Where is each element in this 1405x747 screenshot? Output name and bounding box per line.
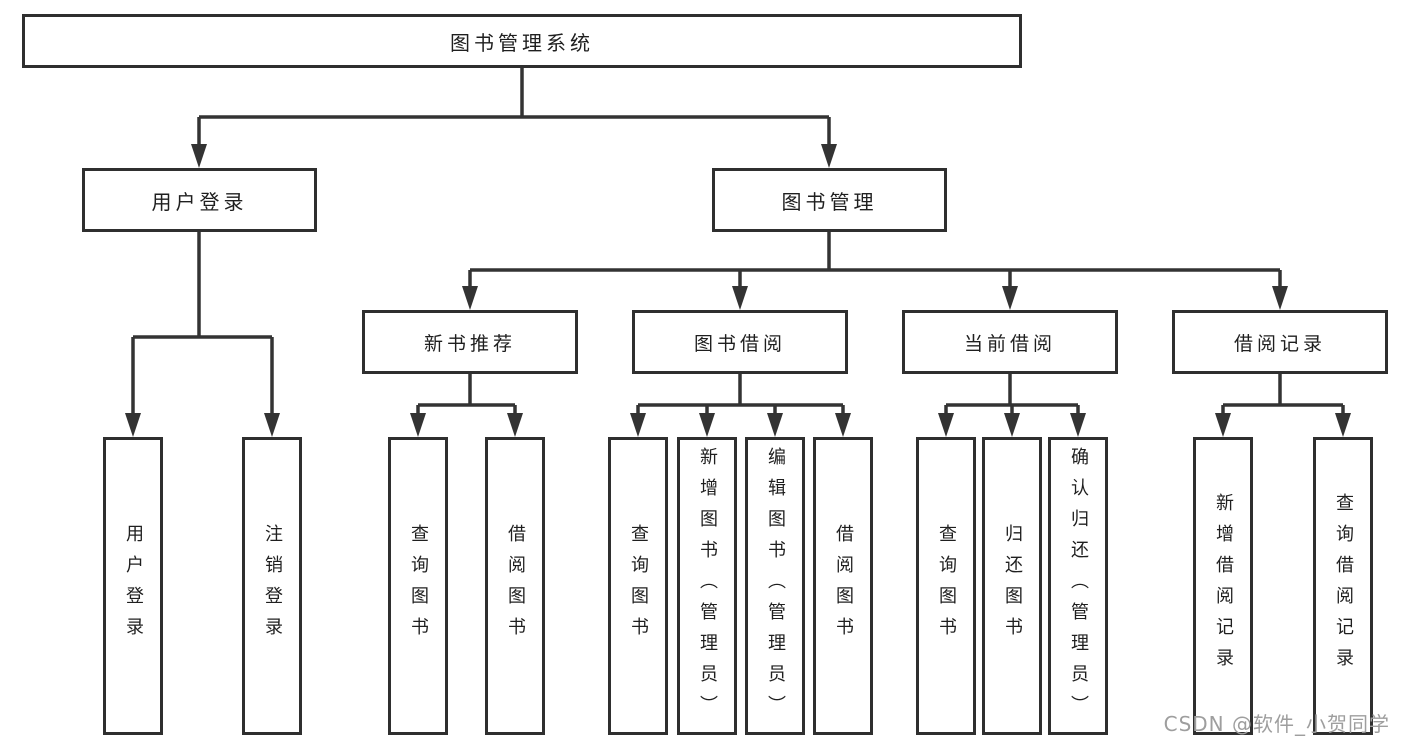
arrowhead-icon [264, 413, 280, 437]
node-new-book-rec: 新书推荐 [362, 310, 578, 374]
node-user-login: 用户登录 [82, 168, 317, 232]
node-root-label: 图书管理系统 [450, 30, 594, 55]
leaf-edit-books-admin-label: 编辑图书（管理员） [765, 446, 786, 726]
connector-book-mgmt-to-level3 [462, 232, 1288, 310]
leaf-query-borrow-record-label: 查询借阅记录 [1333, 493, 1354, 679]
node-book-borrow-label: 图书借阅 [693, 332, 786, 355]
leaf-rec-query-books: 查询图书 [388, 437, 448, 735]
arrowhead-icon [821, 144, 837, 168]
leaf-rec-query-books-label: 查询图书 [408, 524, 429, 648]
node-user-login-label: 用户登录 [151, 189, 248, 214]
arrowhead-icon [767, 413, 783, 437]
leaf-user-login: 用户登录 [103, 437, 163, 735]
leaf-rec-borrow-books: 借阅图书 [485, 437, 545, 735]
leaf-add-borrow-record: 新增借阅记录 [1193, 437, 1253, 735]
leaf-confirm-return-admin-label: 确认归还（管理员） [1068, 446, 1089, 726]
arrowhead-icon [835, 413, 851, 437]
arrowhead-icon [699, 413, 715, 437]
arrowhead-icon [1004, 413, 1020, 437]
leaf-add-books-admin: 新增图书（管理员） [677, 437, 737, 735]
arrowhead-icon [1215, 413, 1231, 437]
node-book-mgmt: 图书管理 [712, 168, 947, 232]
connector-new-book-rec-to-leaves [410, 374, 523, 437]
arrowhead-icon [1335, 413, 1351, 437]
arrowhead-icon [630, 413, 646, 437]
leaf-logout-label: 注销登录 [262, 524, 283, 648]
leaf-return-books-label: 归还图书 [1002, 524, 1023, 648]
node-book-borrow: 图书借阅 [632, 310, 848, 374]
leaf-add-books-admin-label: 新增图书（管理员） [697, 446, 718, 726]
leaf-current-query-books-label: 查询图书 [936, 524, 957, 648]
node-new-book-rec-label: 新书推荐 [423, 332, 516, 355]
leaf-confirm-return-admin: 确认归还（管理员） [1048, 437, 1108, 735]
arrowhead-icon [125, 413, 141, 437]
connector-current-borrow-to-leaves [938, 374, 1086, 437]
leaf-borrow-books-label: 借阅图书 [833, 524, 854, 648]
connector-user-login-to-leaves [125, 232, 280, 437]
arrowhead-icon [462, 286, 478, 310]
leaf-rec-borrow-books-label: 借阅图书 [505, 524, 526, 648]
node-book-mgmt-label: 图书管理 [781, 189, 878, 214]
leaf-edit-books-admin: 编辑图书（管理员） [745, 437, 805, 735]
leaf-user-login-label: 用户登录 [123, 524, 144, 648]
watermark: CSDN @软件_小贺同学 [1163, 712, 1390, 736]
connector-book-borrow-to-leaves [630, 374, 851, 437]
arrowhead-icon [507, 413, 523, 437]
leaf-borrow-books: 借阅图书 [813, 437, 873, 735]
node-borrow-records: 借阅记录 [1172, 310, 1388, 374]
arrowhead-icon [938, 413, 954, 437]
arrowhead-icon [732, 286, 748, 310]
arrowhead-icon [410, 413, 426, 437]
arrowhead-icon [1002, 286, 1018, 310]
leaf-borrow-query-books-label: 查询图书 [628, 524, 649, 648]
connector-root-to-level2 [191, 68, 837, 168]
arrowhead-icon [191, 144, 207, 168]
leaf-borrow-query-books: 查询图书 [608, 437, 668, 735]
leaf-query-borrow-record: 查询借阅记录 [1313, 437, 1373, 735]
leaf-return-books: 归还图书 [982, 437, 1042, 735]
node-current-borrow-label: 当前借阅 [963, 332, 1056, 355]
leaf-add-borrow-record-label: 新增借阅记录 [1213, 493, 1234, 679]
connector-borrow-records-to-leaves [1215, 374, 1351, 437]
node-borrow-records-label: 借阅记录 [1233, 332, 1326, 355]
node-root: 图书管理系统 [22, 14, 1022, 68]
leaf-current-query-books: 查询图书 [916, 437, 976, 735]
leaf-logout: 注销登录 [242, 437, 302, 735]
arrowhead-icon [1070, 413, 1086, 437]
node-current-borrow: 当前借阅 [902, 310, 1118, 374]
arrowhead-icon [1272, 286, 1288, 310]
